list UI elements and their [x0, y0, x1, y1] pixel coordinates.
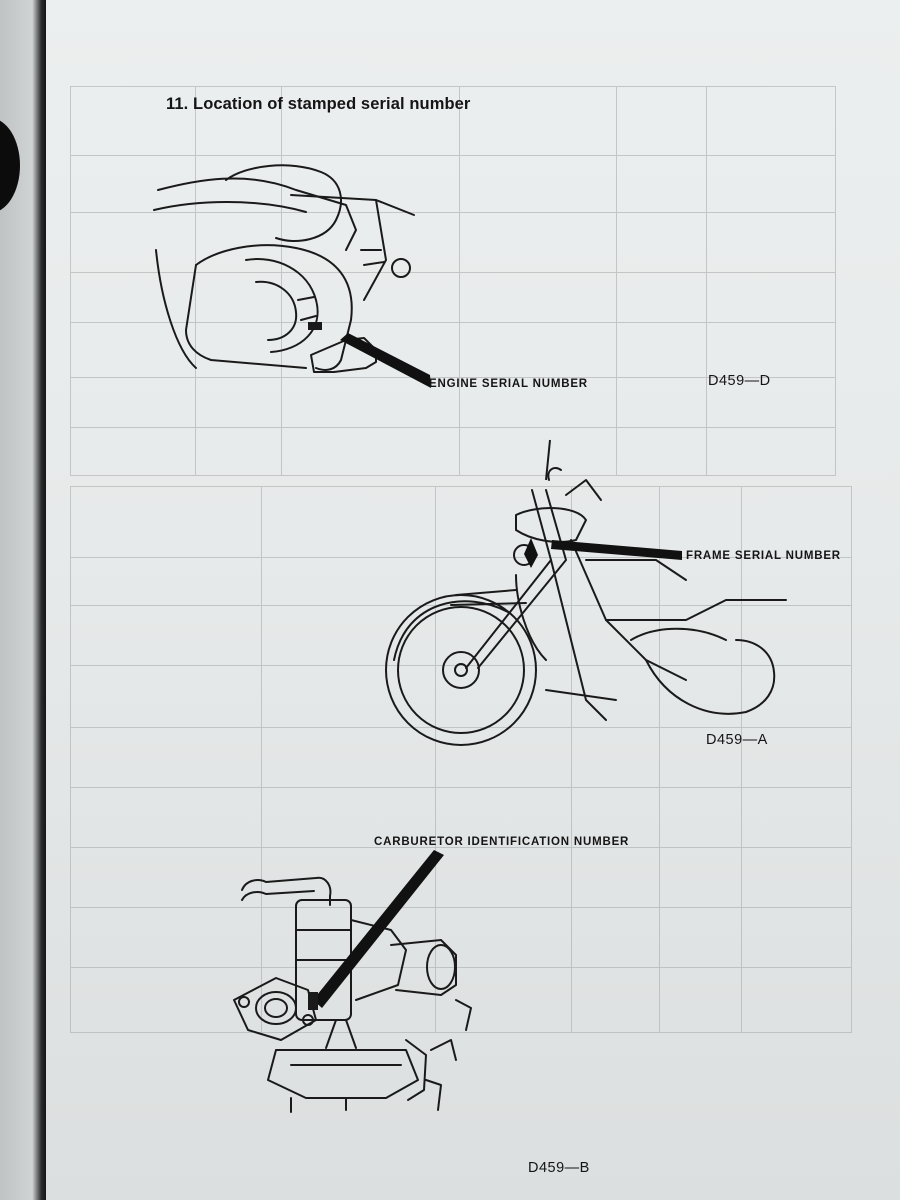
engine-figure-code: D459—D	[708, 373, 771, 389]
frame-pointer-arrow	[551, 540, 682, 560]
frame-figure-code: D459—A	[706, 732, 768, 748]
engine-pointer-arrow	[340, 333, 431, 388]
engine-callout: ENGINE SERIAL NUMBER	[429, 378, 588, 390]
frame-stamp-mark	[524, 538, 538, 568]
carburetor-illustration	[233, 850, 472, 1113]
manual-page: 11. Location of stamped serial number EN…	[46, 0, 900, 1200]
frame-callout: FRAME SERIAL NUMBER	[686, 550, 841, 562]
engine-illustration	[153, 164, 431, 388]
desk-background	[0, 0, 46, 1200]
carburetor-callout: CARBURETOR IDENTIFICATION NUMBER	[374, 836, 630, 848]
bleed-through-table-top	[70, 86, 836, 476]
carburetor-stamp-mark	[308, 992, 318, 1010]
dark-object	[0, 118, 20, 213]
section-title: 11. Location of stamped serial number	[166, 95, 471, 113]
engine-stamp-mark	[308, 322, 322, 330]
motorcycle-illustration	[385, 439, 787, 746]
carburetor-figure-code: D459—B	[528, 1160, 590, 1176]
carburetor-pointer-arrow	[313, 850, 444, 1008]
